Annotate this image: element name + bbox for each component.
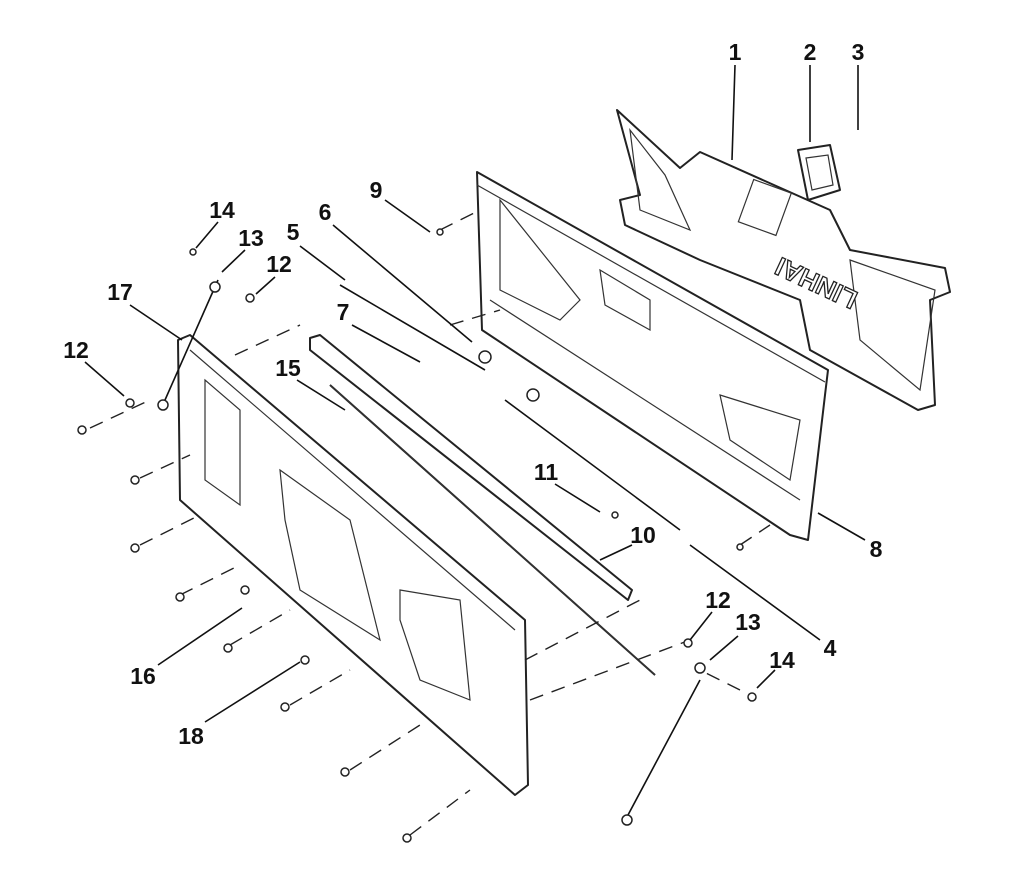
callout-12: 12 (705, 587, 731, 613)
callout-3: 3 (852, 39, 865, 65)
support-bar (309, 334, 633, 601)
callout-17: 17 (107, 279, 133, 305)
callouts: 1 2 3 9 14 13 6 5 12 17 12 7 15 11 10 8 … (63, 39, 882, 749)
callout-13: 13 (238, 225, 264, 251)
callout-5: 5 (287, 219, 300, 245)
callout-13: 13 (735, 609, 761, 635)
callout-14: 14 (209, 197, 235, 223)
callout-12: 12 (266, 251, 292, 277)
tailgate-inner-panel (476, 171, 829, 541)
cables (157, 279, 706, 826)
tailgate-handle (797, 144, 841, 201)
callout-12: 12 (63, 337, 89, 363)
callout-15: 15 (275, 355, 301, 381)
callout-6: 6 (319, 199, 332, 225)
rod-5 (339, 284, 486, 371)
callout-10: 10 (630, 522, 656, 548)
callout-8: 8 (870, 536, 883, 562)
leader-lines (84, 64, 866, 723)
rod-4 (504, 399, 681, 531)
callout-1: 1 (729, 39, 742, 65)
tailgate-cover-plate: LINHAI (616, 109, 951, 411)
rods (309, 284, 681, 676)
callout-16: 16 (130, 663, 156, 689)
callout-18: 18 (178, 723, 204, 749)
callout-7: 7 (337, 299, 350, 325)
tailgate-outer-panel (177, 334, 529, 796)
callout-4: 4 (824, 635, 837, 661)
callout-11: 11 (534, 459, 559, 485)
callout-2: 2 (804, 39, 817, 65)
callout-14: 14 (769, 647, 795, 673)
fasteners (77, 209, 771, 843)
callout-9: 9 (370, 177, 383, 203)
